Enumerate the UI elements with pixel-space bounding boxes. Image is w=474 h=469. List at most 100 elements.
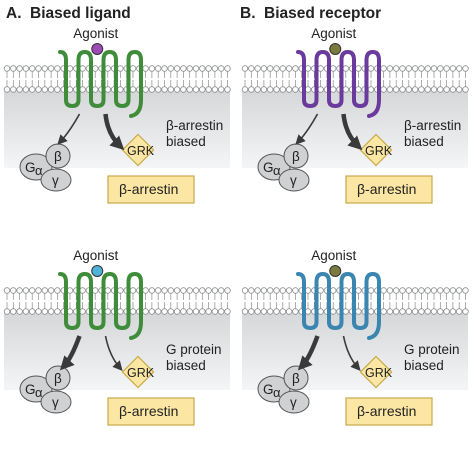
lipid-head — [167, 86, 174, 93]
lipid-head — [462, 65, 469, 72]
lipid-head — [411, 65, 419, 72]
lipid-head — [29, 287, 36, 294]
g-alpha-label: G — [263, 160, 274, 175]
lipid-head — [430, 308, 438, 315]
g-alpha-subscript: α — [273, 385, 281, 400]
lipid-head — [91, 86, 99, 93]
lipid-head — [399, 65, 406, 72]
lipid-head — [342, 287, 349, 294]
lipid-bilayer — [3, 287, 231, 315]
bias-label-line1: β-arrestin — [404, 118, 461, 133]
arrow-to-grk — [103, 113, 125, 151]
lipid-head — [437, 287, 444, 294]
lipid-head — [367, 86, 375, 93]
panel-letter-b: B. — [240, 5, 256, 22]
lipid-head — [199, 86, 206, 93]
lipid-head — [355, 308, 362, 315]
lipid-head — [449, 86, 457, 93]
lipid-head — [462, 308, 469, 315]
lipid-head — [304, 65, 312, 72]
lipid-head — [167, 65, 174, 72]
lipid-head — [449, 65, 457, 72]
lipid-head — [355, 86, 362, 93]
lipid-head — [456, 287, 463, 294]
arrow-to-grk — [342, 335, 361, 372]
g-gamma-label: γ — [52, 395, 59, 410]
lipid-head — [317, 308, 324, 315]
grk-diamond — [121, 355, 155, 389]
lipid-head — [260, 287, 268, 294]
g-gamma-label: γ — [290, 173, 297, 188]
lipid-head — [260, 86, 268, 93]
arrow-to-g-protein — [297, 335, 320, 371]
lipid-head — [167, 308, 174, 315]
lipid-head — [330, 287, 337, 294]
lipid-head — [54, 86, 61, 93]
lipid-head — [16, 287, 23, 294]
grk-label: GRK — [127, 366, 155, 380]
lipid-head — [117, 65, 124, 72]
lipid-head — [285, 308, 293, 315]
g-beta-label: β — [54, 149, 62, 164]
lipid-head — [192, 86, 200, 93]
lipid-head — [167, 287, 174, 294]
lipid-head — [91, 65, 99, 72]
bias-label-line2: biased — [404, 358, 444, 373]
lipid-head — [29, 65, 36, 72]
arrow-to-g-protein — [57, 113, 81, 145]
lipid-head — [437, 308, 444, 315]
lipid-head — [180, 65, 187, 72]
lipid-head — [66, 287, 74, 294]
lipid-head — [173, 65, 181, 72]
lipid-head — [161, 287, 168, 294]
lipid-head — [330, 308, 337, 315]
lipid-head — [35, 308, 42, 315]
grk-label: GRK — [365, 366, 393, 380]
lipid-head — [41, 86, 48, 93]
receptor — [58, 50, 143, 118]
lipid-head — [148, 65, 156, 72]
lipid-head — [16, 86, 23, 93]
lipid-head — [186, 308, 193, 315]
lipid-head — [317, 287, 324, 294]
lipid-head — [292, 86, 299, 93]
lipid-head — [399, 287, 406, 294]
lipid-head — [47, 308, 55, 315]
agonist-ligand — [329, 43, 342, 55]
g-alpha-label: G — [25, 382, 36, 397]
g-alpha-subscript: α — [35, 385, 43, 400]
g-alpha-subscript: α — [273, 163, 281, 178]
lipid-head — [66, 86, 74, 93]
lipid-head — [380, 86, 387, 93]
lipid-head — [173, 308, 181, 315]
bias-label-line2: biased — [166, 358, 206, 373]
lipid-head — [386, 287, 394, 294]
lipid-head — [66, 65, 74, 72]
lipid-head — [443, 65, 450, 72]
lipid-head — [367, 287, 375, 294]
lipid-head — [161, 308, 168, 315]
grk-label: GRK — [127, 144, 155, 158]
lipid-head — [3, 86, 11, 93]
lipid-head — [22, 287, 30, 294]
lipid-head — [104, 287, 111, 294]
lipid-head — [10, 287, 17, 294]
g-gamma-subunit — [278, 168, 310, 192]
lipid-head — [47, 287, 55, 294]
lipid-head — [393, 86, 400, 93]
lipid-head — [304, 287, 312, 294]
lipid-head — [148, 86, 156, 93]
lipid-head — [211, 65, 219, 72]
lipid-head — [129, 308, 137, 315]
lipid-head — [304, 308, 312, 315]
lipid-head — [304, 86, 312, 93]
lipid-head — [405, 86, 412, 93]
agonist-label: Agonist — [311, 248, 356, 263]
lipid-head — [254, 86, 261, 93]
lipid-head — [117, 86, 124, 93]
lipid-head — [91, 308, 99, 315]
